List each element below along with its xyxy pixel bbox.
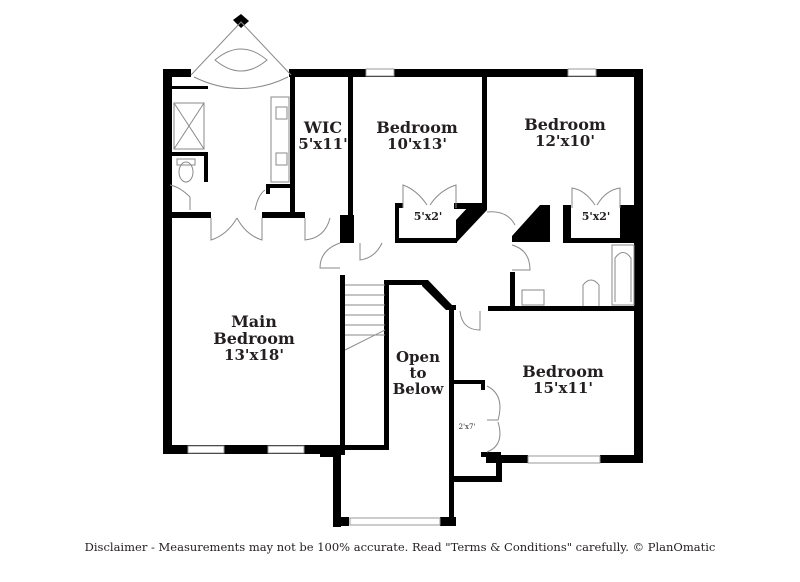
- room-name: Bedroom: [376, 118, 458, 137]
- room-dimensions: 10'x13': [387, 134, 447, 153]
- walls: [163, 14, 643, 527]
- closet-label-bedroom-3: 5'x2': [581, 210, 611, 223]
- room-dimensions: 15'x11': [533, 378, 593, 397]
- room-name-line-1: Main: [231, 312, 277, 331]
- closet-label-bedroom-2: 5'x2': [413, 210, 443, 223]
- disclaimer-text: Disclaimer - Measurements may not be 100…: [84, 540, 716, 554]
- open-line-3: Below: [392, 379, 444, 398]
- closet-label-bedroom-4: 2'x7': [458, 423, 476, 431]
- room-dimensions: 12'x10': [535, 131, 595, 150]
- room-label-open-to-below: Open to Below: [392, 348, 444, 398]
- room-label-bedroom-4: Bedroom 15'x11': [522, 362, 604, 397]
- room-label-bedroom-2: Bedroom 10'x13': [376, 118, 458, 153]
- room-label-wic: WIC 5'x11': [298, 118, 348, 153]
- open-line-1: Open: [395, 348, 440, 366]
- windows: [187, 68, 601, 526]
- room-name: WIC: [303, 118, 343, 137]
- room-dimensions: 13'x18': [224, 345, 284, 364]
- room-name: Bedroom: [522, 362, 604, 381]
- open-line-2: to: [409, 363, 427, 382]
- fixtures: [169, 21, 635, 453]
- room-label-bedroom-3: Bedroom 12'x10': [524, 115, 606, 150]
- room-dimensions: 5'x11': [298, 134, 348, 153]
- room-label-main-bedroom: Main Bedroom 13'x18': [213, 312, 295, 364]
- room-name-line-2: Bedroom: [213, 328, 295, 348]
- room-name: Bedroom: [524, 115, 606, 134]
